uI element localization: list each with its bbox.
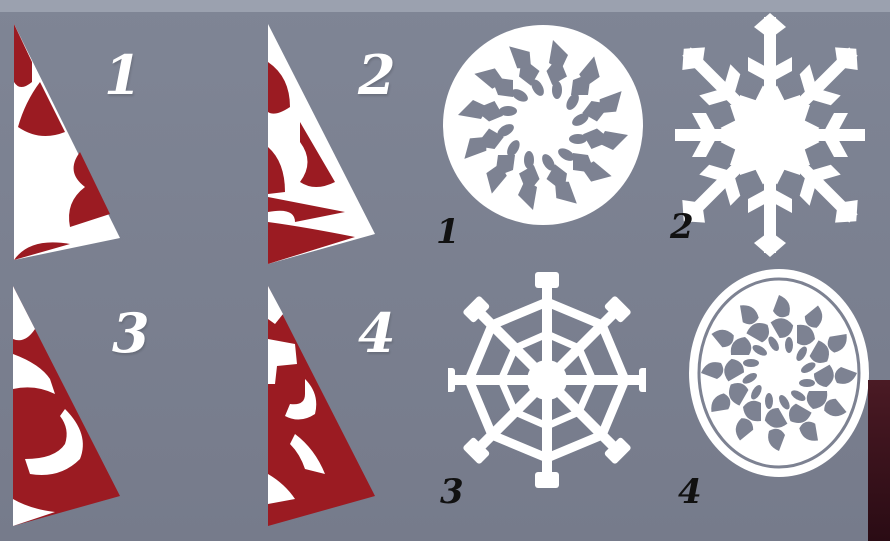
corner-decoration — [868, 380, 890, 541]
snowflake-3 — [448, 265, 646, 495]
template-number-3: 3 — [112, 306, 150, 360]
template-number-4: 4 — [358, 306, 396, 360]
snowflake-1 — [440, 22, 646, 228]
snowflake-number-2: 2 — [670, 210, 694, 244]
folded-template-3 — [10, 284, 125, 529]
template-number-1: 1 — [104, 48, 142, 102]
snowflake-number-4: 4 — [678, 475, 702, 509]
snowflake-2 — [675, 12, 865, 258]
template-number-2: 2 — [358, 48, 396, 102]
snowflake-number-1: 1 — [436, 215, 460, 249]
snowflake-number-3: 3 — [440, 475, 464, 509]
top-band — [0, 0, 890, 12]
snowflake-4 — [686, 265, 872, 481]
